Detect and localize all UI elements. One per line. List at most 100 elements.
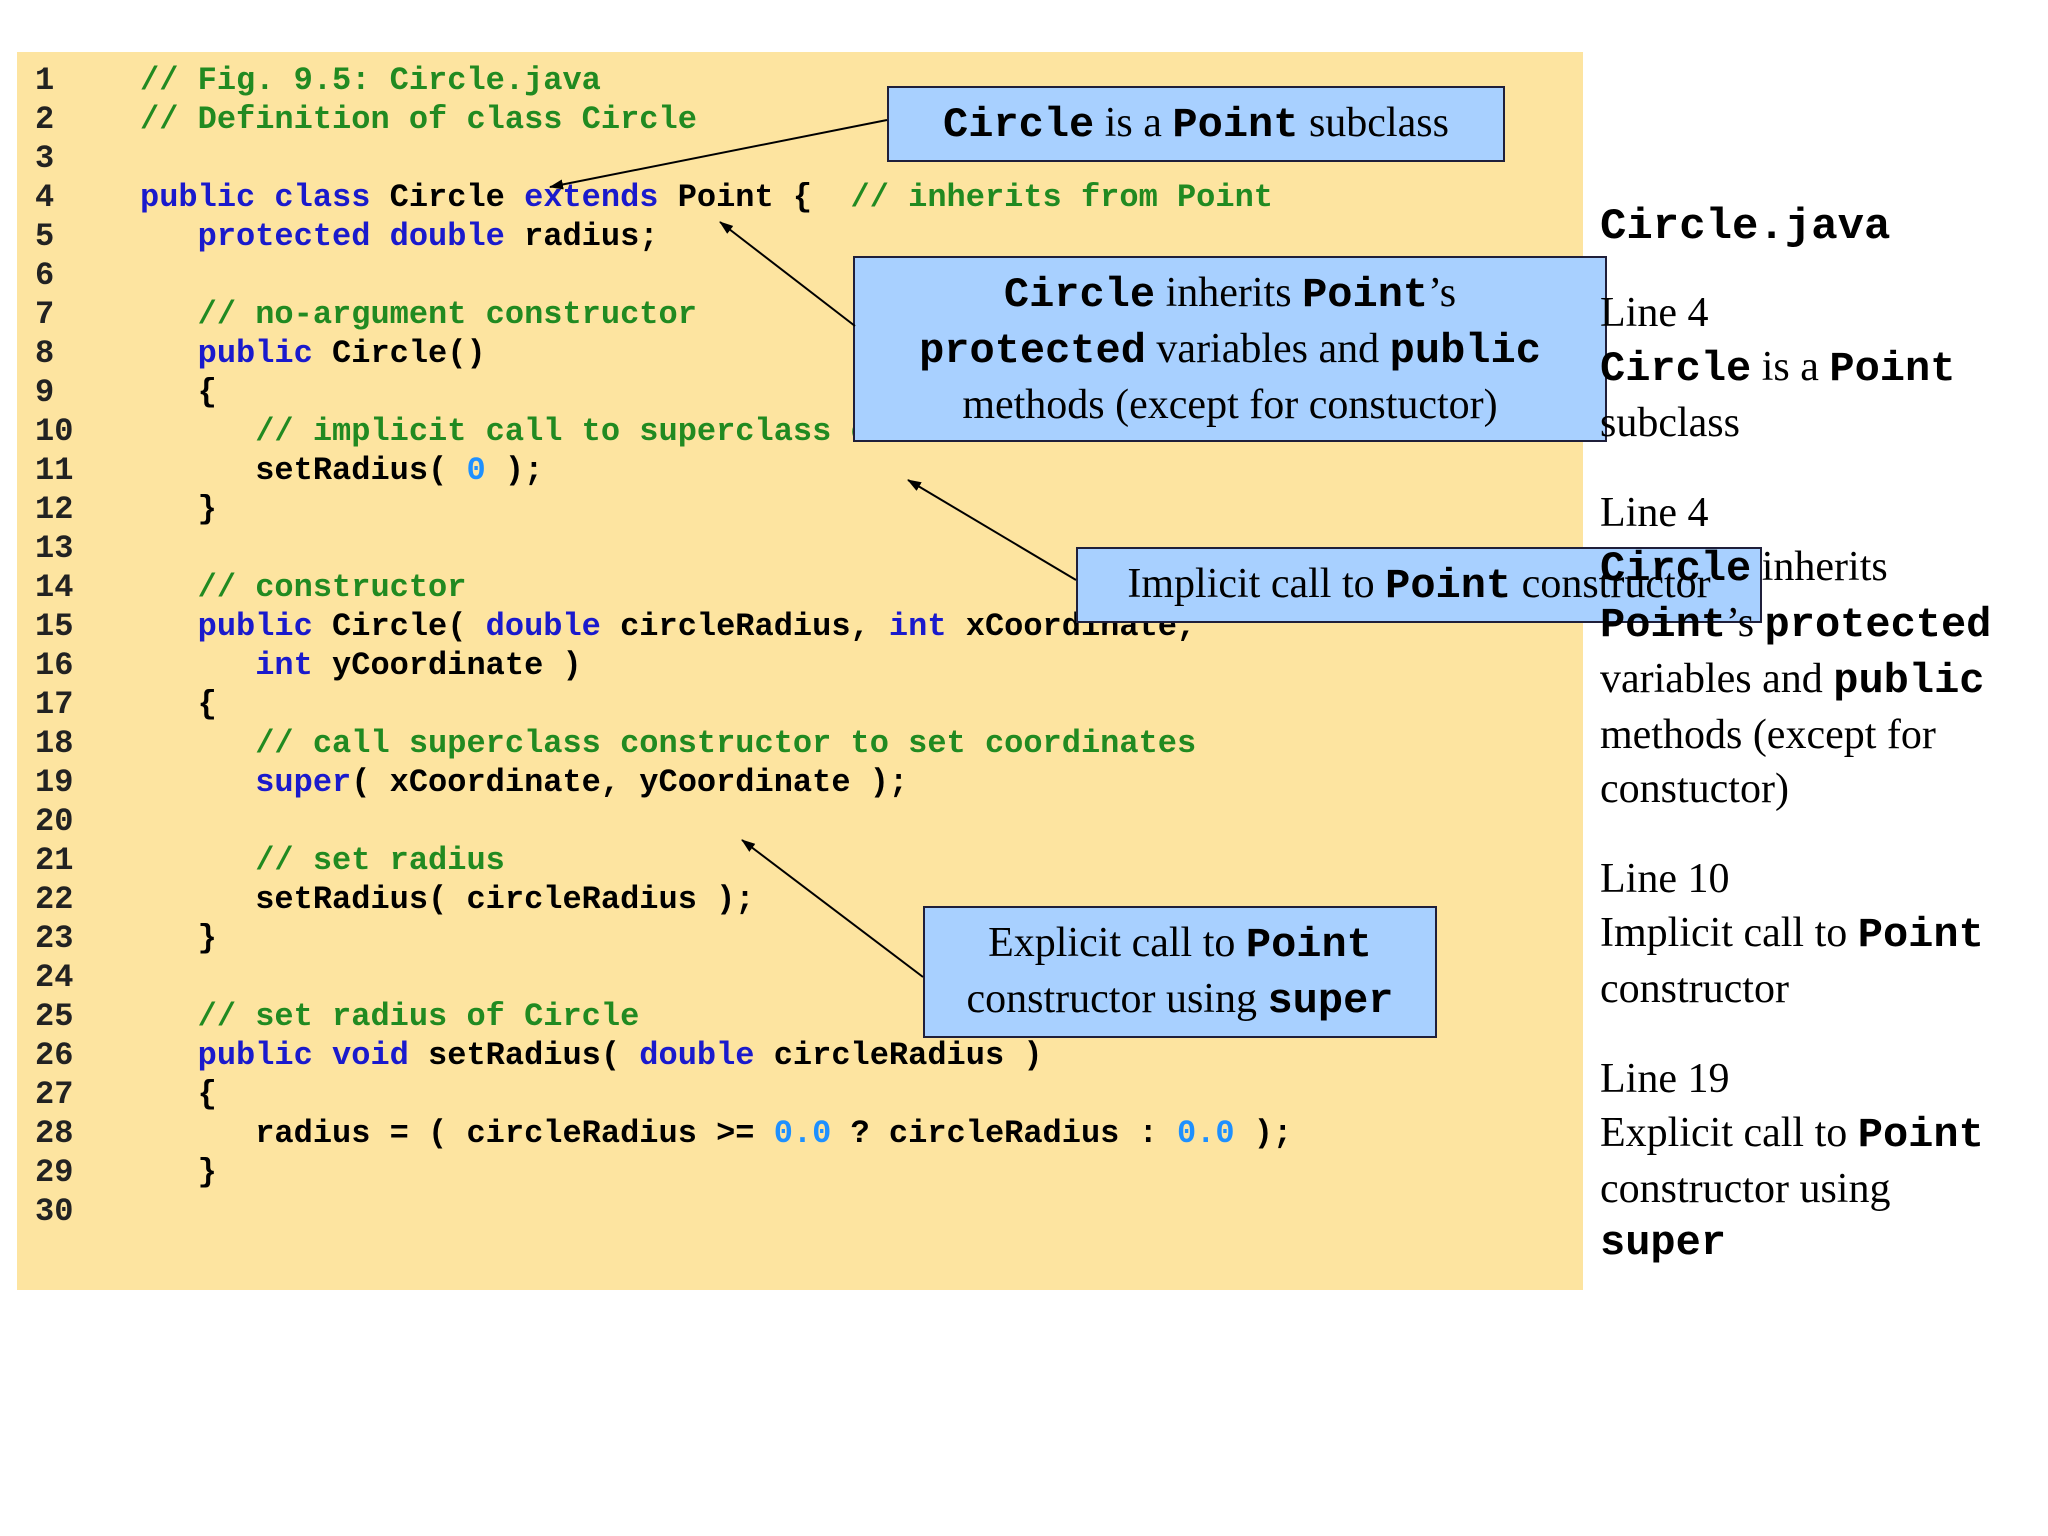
- code-token: Circle(): [312, 335, 486, 372]
- line-number: 4: [35, 179, 55, 216]
- callout-class-name: Circle: [943, 101, 1095, 149]
- code-text: // Fig. 9.5: Circle.java: [140, 61, 601, 100]
- code-text: public class Circle extends Point { // i…: [140, 178, 1273, 217]
- line-number: 18: [35, 725, 74, 762]
- note-keyword: public: [1833, 657, 1985, 705]
- callout-text: subclass: [1298, 100, 1449, 146]
- note-text: variables and: [1600, 656, 1834, 702]
- note-text: methods (except for: [1600, 712, 1936, 758]
- note-line-ref: Line 10: [1600, 856, 1730, 902]
- code-number: 0: [466, 452, 486, 489]
- callout-class-name: Point: [1385, 562, 1512, 610]
- callout-text: ’s: [1428, 270, 1457, 316]
- code-keyword: protected double: [197, 218, 505, 255]
- code-token: [140, 725, 255, 762]
- line-number: 28: [35, 1115, 74, 1152]
- callout-class-name: Point: [1172, 101, 1299, 149]
- code-token: );: [1234, 1115, 1293, 1152]
- callout-subclass: Circle is a Point subclass: [887, 86, 1505, 162]
- code-token: [140, 998, 198, 1035]
- line-number: 24: [35, 959, 74, 996]
- note-line-ref: Line 4: [1600, 290, 1709, 336]
- code-text: // set radius of Circle: [140, 997, 640, 1036]
- line-number: 20: [35, 803, 74, 840]
- note-line-4-subclass: Line 4 Circle is a Point subclass: [1600, 286, 2048, 450]
- code-text: public void setRadius( double circleRadi…: [140, 1036, 1043, 1075]
- line-number: 25: [35, 998, 74, 1035]
- line-number: 11: [35, 452, 74, 489]
- line-number: 5: [35, 218, 55, 255]
- note-keyword: protected: [1764, 601, 1992, 649]
- code-number: 0.0: [1176, 1115, 1235, 1152]
- note-line-4-inherits: Line 4 Circle inherits Point’s protected…: [1600, 486, 2048, 816]
- code-keyword: public class: [140, 179, 371, 216]
- code-text: setRadius( 0 );: [140, 451, 543, 490]
- code-keyword: super: [255, 764, 352, 801]
- code-token: Circle: [370, 179, 525, 216]
- code-text: public Circle(): [140, 334, 486, 373]
- code-text: // Definition of class Circle: [140, 100, 697, 139]
- code-token: setRadius( circleRadius );: [140, 881, 755, 918]
- code-text: }: [140, 490, 217, 529]
- note-class-name: Point: [1600, 601, 1727, 649]
- note-text: inherits: [1751, 544, 1888, 590]
- code-token: yCoordinate ): [312, 647, 582, 684]
- note-line-10: Line 10 Implicit call to Point construct…: [1600, 852, 2048, 1016]
- note-line-19: Line 19 Explicit call to Point construct…: [1600, 1052, 2048, 1270]
- code-token: [140, 842, 255, 879]
- note-class-name: Point: [1857, 911, 1984, 959]
- code-comment: // no-argument constructor: [197, 296, 697, 333]
- code-number: 0.0: [773, 1115, 832, 1152]
- code-token: Circle(: [312, 608, 486, 645]
- line-number: 16: [35, 647, 74, 684]
- callout-text: inherits: [1155, 270, 1303, 316]
- code-keyword: public void: [197, 1037, 409, 1074]
- code-keyword: int: [888, 608, 947, 645]
- note-text: subclass: [1600, 400, 1740, 446]
- note-class-name: Point: [1829, 345, 1956, 393]
- code-comment: // Fig. 9.5: Circle.java: [140, 62, 601, 99]
- note-line-ref: Line 4: [1600, 490, 1709, 536]
- code-token: Point {: [658, 179, 851, 216]
- note-keyword: super: [1600, 1219, 1727, 1267]
- code-token: {: [140, 374, 217, 411]
- callout-text: is a: [1094, 100, 1173, 146]
- code-token: }: [140, 1154, 217, 1191]
- notes-title: Circle.java: [1600, 202, 1891, 252]
- callout-text: constructor using: [966, 976, 1268, 1022]
- line-number: 15: [35, 608, 74, 645]
- callout-class-name: Point: [1302, 271, 1429, 319]
- line-number: 30: [35, 1193, 74, 1230]
- code-text: // call superclass constructor to set co…: [140, 724, 1196, 763]
- code-keyword: int: [255, 647, 313, 684]
- line-number: 9: [35, 374, 55, 411]
- code-token: ( xCoordinate, yCoordinate );: [351, 764, 909, 801]
- code-comment: // inherits from Point: [850, 179, 1273, 216]
- callout-inherits: Circle inherits Point’s protected variab…: [853, 256, 1607, 442]
- code-keyword: public: [197, 335, 313, 372]
- code-comment: // set radius of Circle: [197, 998, 640, 1035]
- line-number: 23: [35, 920, 74, 957]
- code-text: {: [140, 685, 217, 724]
- code-token: );: [485, 452, 544, 489]
- code-text: public Circle( double circleRadius, int …: [140, 607, 1197, 646]
- note-text: Implicit call to: [1600, 910, 1858, 956]
- callout-keyword: super: [1267, 977, 1394, 1025]
- callout-class-name: Point: [1245, 921, 1372, 969]
- code-text: super( xCoordinate, yCoordinate );: [140, 763, 908, 802]
- code-token: ? circleRadius :: [831, 1115, 1177, 1152]
- code-token: }: [140, 491, 217, 528]
- line-number: 7: [35, 296, 55, 333]
- code-comment: // Definition of class Circle: [140, 101, 697, 138]
- code-text: }: [140, 1153, 217, 1192]
- line-number: 12: [35, 491, 74, 528]
- code-token: radius = ( circleRadius >=: [140, 1115, 774, 1152]
- note-text: is a: [1751, 344, 1830, 390]
- code-token: }: [140, 920, 217, 957]
- code-token: [140, 335, 198, 372]
- callout-class-name: Circle: [1003, 271, 1156, 319]
- line-number: 14: [35, 569, 74, 606]
- line-number: 8: [35, 335, 55, 372]
- line-number: 13: [35, 530, 74, 567]
